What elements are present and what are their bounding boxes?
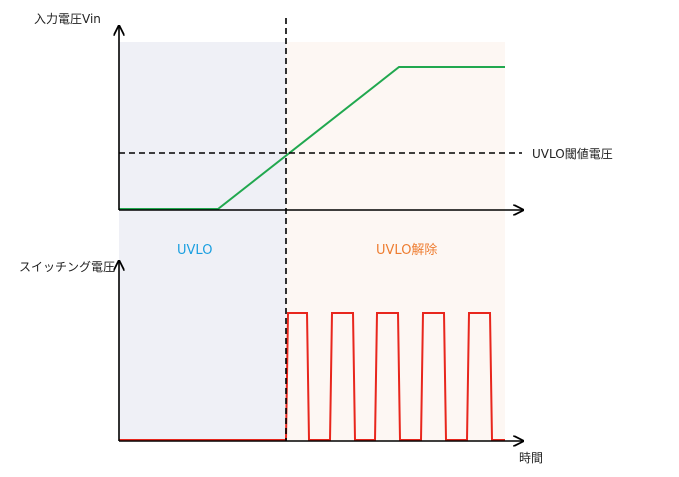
uvlo-released-region-background	[286, 42, 505, 441]
switching-axis-label: スイッチング電圧	[19, 260, 116, 274]
threshold-label: UVLO閾値電圧	[532, 147, 613, 161]
vin-waveform	[119, 66, 505, 210]
vin-axis-label: 入力電圧Vin	[34, 12, 101, 26]
uvlo-released-region-label: UVLO解除	[376, 243, 438, 258]
switching-waveform	[119, 312, 505, 441]
uvlo-region-label: UVLO	[177, 243, 213, 258]
time-axis-label: 時間	[519, 451, 544, 465]
uvlo-region-background	[119, 42, 286, 441]
